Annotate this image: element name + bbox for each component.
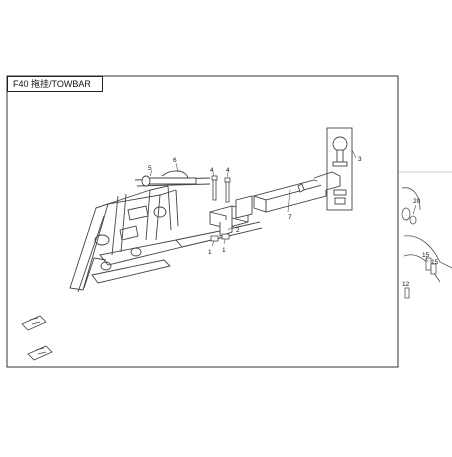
callout-6: 6 bbox=[173, 157, 177, 164]
callout-3: 3 bbox=[358, 156, 362, 163]
callout-7: 7 bbox=[288, 214, 292, 221]
chassis-frame bbox=[69, 177, 263, 293]
callout-5: 5 bbox=[148, 165, 152, 172]
callout-4a: 4 bbox=[210, 167, 214, 174]
callout-1b: 1 bbox=[222, 247, 226, 254]
leader-lines bbox=[149, 149, 429, 263]
callout-4b: 4 bbox=[226, 167, 230, 174]
bolt-4 bbox=[211, 175, 231, 203]
direction-arrow-icon bbox=[21, 315, 47, 331]
callout-15b: 15 bbox=[431, 259, 439, 266]
callout-12: 12 bbox=[402, 281, 410, 288]
callout-1a: 1 bbox=[208, 249, 212, 256]
callout-20: 20 bbox=[413, 198, 421, 205]
neighbor-assembly bbox=[401, 187, 452, 299]
callout-15a: 15 bbox=[422, 252, 430, 259]
receiver-bracket bbox=[209, 195, 253, 237]
nut-1 bbox=[210, 233, 230, 242]
front-arrow-icon bbox=[27, 345, 53, 361]
callout-2: 2 bbox=[236, 227, 240, 234]
callout-labels: 6 5 4 4 2 1 1 7 3 20 15 15 12 bbox=[148, 156, 439, 288]
main-frame bbox=[6, 75, 399, 368]
page-title: F40 拖挂/TOWBAR bbox=[7, 76, 103, 92]
hitch-pin bbox=[141, 170, 197, 187]
hitch-ball bbox=[326, 127, 353, 211]
